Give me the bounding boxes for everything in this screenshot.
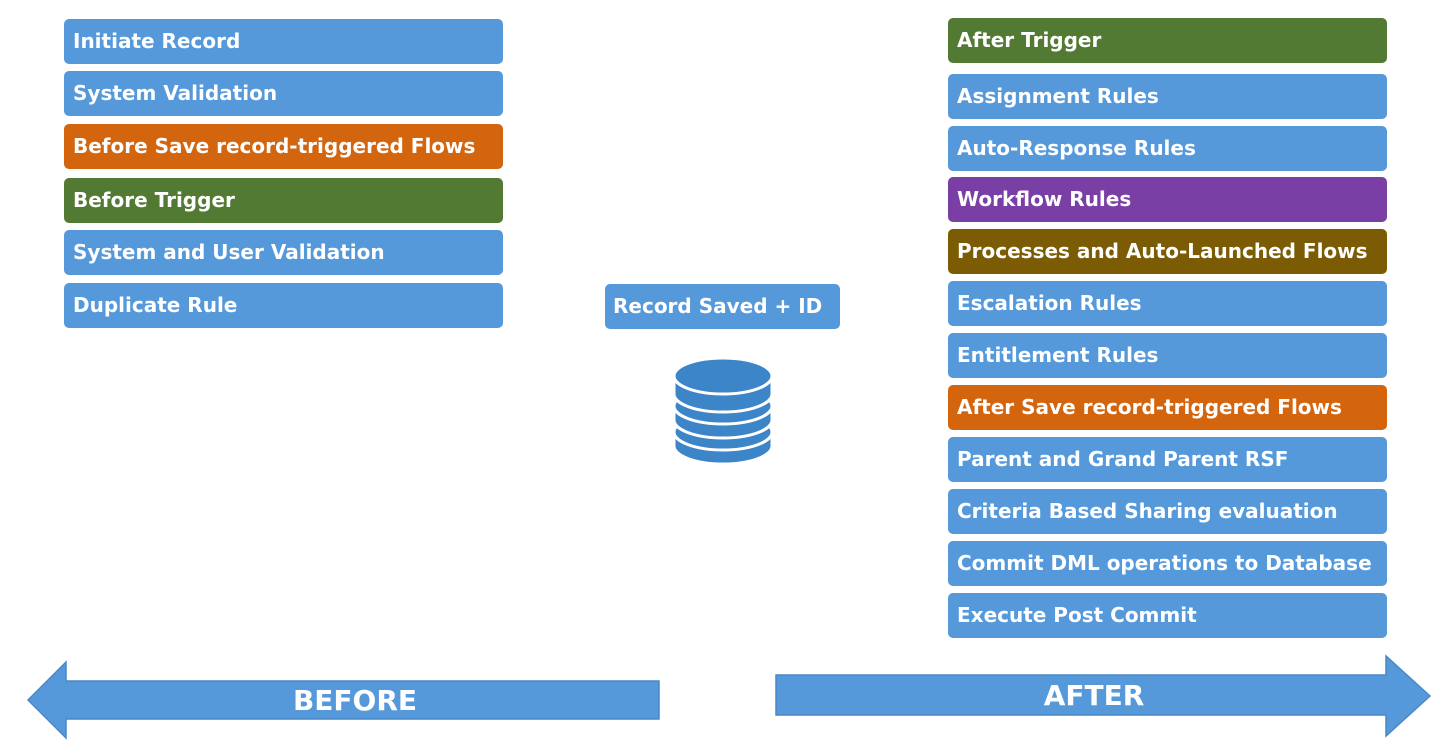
after-step-after-trigger: After Trigger xyxy=(948,18,1387,63)
after-step-parent-rsf: Parent and Grand Parent RSF xyxy=(948,437,1387,482)
after-step-entitlement-rules: Entitlement Rules xyxy=(948,333,1387,378)
after-step-execute-post-commit: Execute Post Commit xyxy=(948,593,1387,638)
before-arrow-label: BEFORE xyxy=(292,684,418,717)
after-step-processes-flows: Processes and Auto-Launched Flows xyxy=(948,229,1387,274)
record-saved-box: Record Saved + ID xyxy=(605,284,840,329)
after-step-assignment-rules: Assignment Rules xyxy=(948,74,1387,119)
after-step-commit-dml: Commit DML operations to Database xyxy=(948,541,1387,586)
after-arrow-label: AFTER xyxy=(1043,679,1145,712)
after-step-after-save-flows: After Save record-triggered Flows xyxy=(948,385,1387,430)
after-arrow xyxy=(775,654,1432,738)
before-arrow-shape xyxy=(26,660,660,740)
after-step-auto-response-rules: Auto-Response Rules xyxy=(948,126,1387,171)
after-step-workflow-rules: Workflow Rules xyxy=(948,177,1387,222)
before-step-before-trigger: Before Trigger xyxy=(64,178,503,223)
before-step-initiate-record: Initiate Record xyxy=(64,19,503,64)
after-arrow-shape xyxy=(775,654,1432,738)
before-step-system-user-validation: System and User Validation xyxy=(64,230,503,275)
before-step-duplicate-rule: Duplicate Rule xyxy=(64,283,503,328)
after-step-criteria-sharing: Criteria Based Sharing evaluation xyxy=(948,489,1387,534)
before-step-before-save-flows: Before Save record-triggered Flows xyxy=(64,124,503,169)
after-step-escalation-rules: Escalation Rules xyxy=(948,281,1387,326)
before-step-system-validation: System Validation xyxy=(64,71,503,116)
database-icon xyxy=(672,356,774,466)
before-arrow xyxy=(26,660,660,740)
